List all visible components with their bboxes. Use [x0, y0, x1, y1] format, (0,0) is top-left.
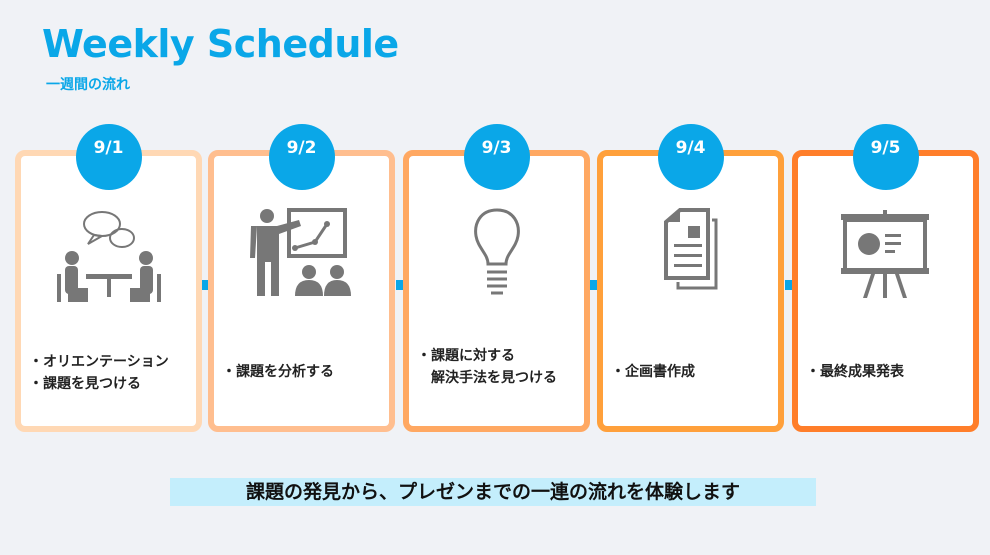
- task-item: ・課題を分析する: [222, 364, 334, 380]
- date-badge: 9/1: [75, 124, 142, 190]
- connector: [396, 280, 404, 290]
- date-badge: 9/4: [657, 124, 724, 190]
- task-item: ・課題を見つける: [29, 376, 141, 392]
- page-subtitle: 一週間の流れ: [46, 77, 130, 93]
- projector-screen-icon: [840, 210, 929, 298]
- day-card-5: 9/5 ・最終成果発表: [792, 124, 979, 432]
- lightbulb-icon: [473, 208, 520, 295]
- task-item: ・最終成果発表: [806, 364, 904, 380]
- date-badge: 9/5: [852, 124, 919, 190]
- presentation-teacher-icon: [249, 208, 351, 296]
- task-item: ・企画書作成: [611, 364, 695, 380]
- day-card-1: 9/1 ・オリエンテーション ・課題を見つける: [15, 124, 202, 432]
- connector: [202, 280, 210, 290]
- summary-banner: 課題の発見から、プレゼンまでの一連の流れを体験します: [170, 478, 816, 506]
- day-card-3: 9/3 ・課題に対する 解決手法を見つける: [403, 124, 590, 432]
- day-card-2: 9/2 ・課題を分析する: [208, 124, 395, 432]
- document-icon: [663, 208, 717, 290]
- task-item: 解決手法を見つける: [417, 370, 557, 386]
- connector: [785, 280, 793, 290]
- day-card-4: 9/4 ・企画書作成: [597, 124, 784, 432]
- date-badge: 9/2: [268, 124, 335, 190]
- connector: [590, 280, 598, 290]
- date-badge: 9/3: [463, 124, 530, 190]
- task-item: ・課題に対する: [417, 348, 515, 364]
- task-item: ・オリエンテーション: [29, 354, 169, 370]
- page-title: Weekly Schedule: [42, 22, 399, 66]
- meeting-icon: [56, 211, 161, 302]
